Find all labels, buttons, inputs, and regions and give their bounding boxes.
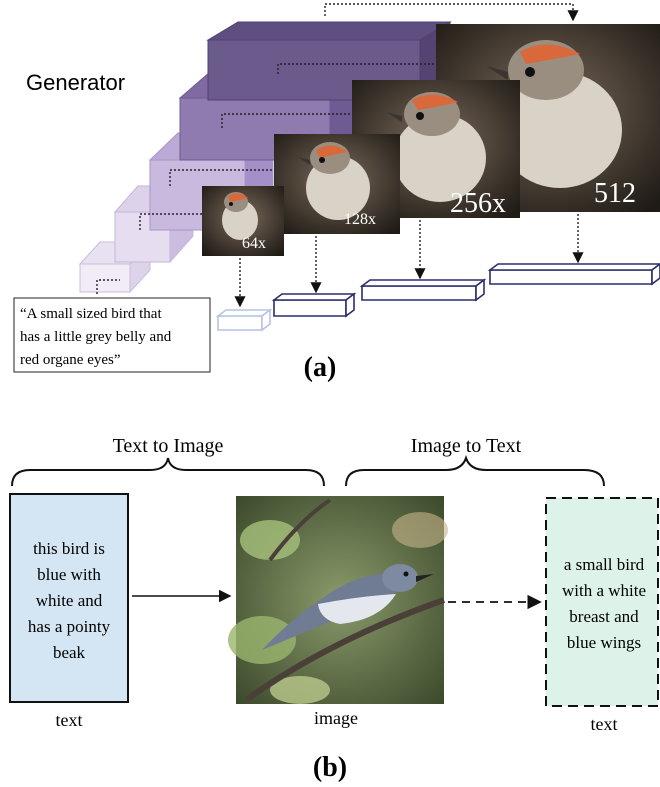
res-label-512: 512 (594, 178, 636, 209)
input-line-4: has a pointy (28, 617, 111, 636)
input-line-2: blue with (37, 565, 101, 584)
res-label-128: 128x (344, 211, 376, 228)
panel-b: Text to Image Image to Text this bird is… (9, 435, 659, 783)
generator-title: Generator (26, 70, 125, 95)
down-arrows (234, 214, 584, 308)
output-text-box: a small bird with a white breast and blu… (545, 497, 659, 707)
input-line-5: beak (53, 643, 86, 662)
caption-b: (b) (313, 752, 347, 783)
res-label-64: 64x (242, 235, 266, 252)
text-prompt-box: “A small sized bird that has a little gr… (13, 297, 211, 373)
label-text-left: text (56, 710, 83, 730)
label-image: image (314, 708, 358, 728)
output-line-4: blue wings (567, 633, 641, 652)
bird-photo (228, 496, 448, 704)
output-line-3: breast and (569, 607, 639, 626)
encoder-box-4 (487, 263, 660, 286)
encoder-box-3 (359, 278, 487, 302)
encoder-box-2 (271, 292, 357, 318)
prompt-line-1: “A small sized bird that (20, 306, 162, 322)
output-line-2: with a white (562, 581, 646, 600)
encoder-box-1 (215, 308, 273, 332)
prompt-line-3: red organe eyes” (20, 352, 121, 368)
bird-image-128: 128x (274, 134, 400, 234)
input-text-box: this bird is blue with white and has a p… (9, 493, 129, 703)
res-label-256: 256x (450, 188, 506, 219)
brace-right (345, 454, 605, 487)
prompt-line-2: has a little grey belly and (20, 329, 172, 345)
input-line-1: this bird is (33, 539, 105, 558)
bird-image-64: 64x (202, 186, 284, 256)
brace-left (11, 457, 325, 487)
header-image-to-text: Image to Text (411, 435, 522, 457)
input-line-3: white and (36, 591, 103, 610)
caption-a: (a) (304, 352, 337, 383)
label-text-right: text (591, 714, 618, 734)
panel-a: Generator (13, 3, 660, 383)
output-line-1: a small bird (564, 555, 645, 574)
encoder-boxes (215, 263, 660, 332)
header-text-to-image: Text to Image (113, 435, 224, 457)
